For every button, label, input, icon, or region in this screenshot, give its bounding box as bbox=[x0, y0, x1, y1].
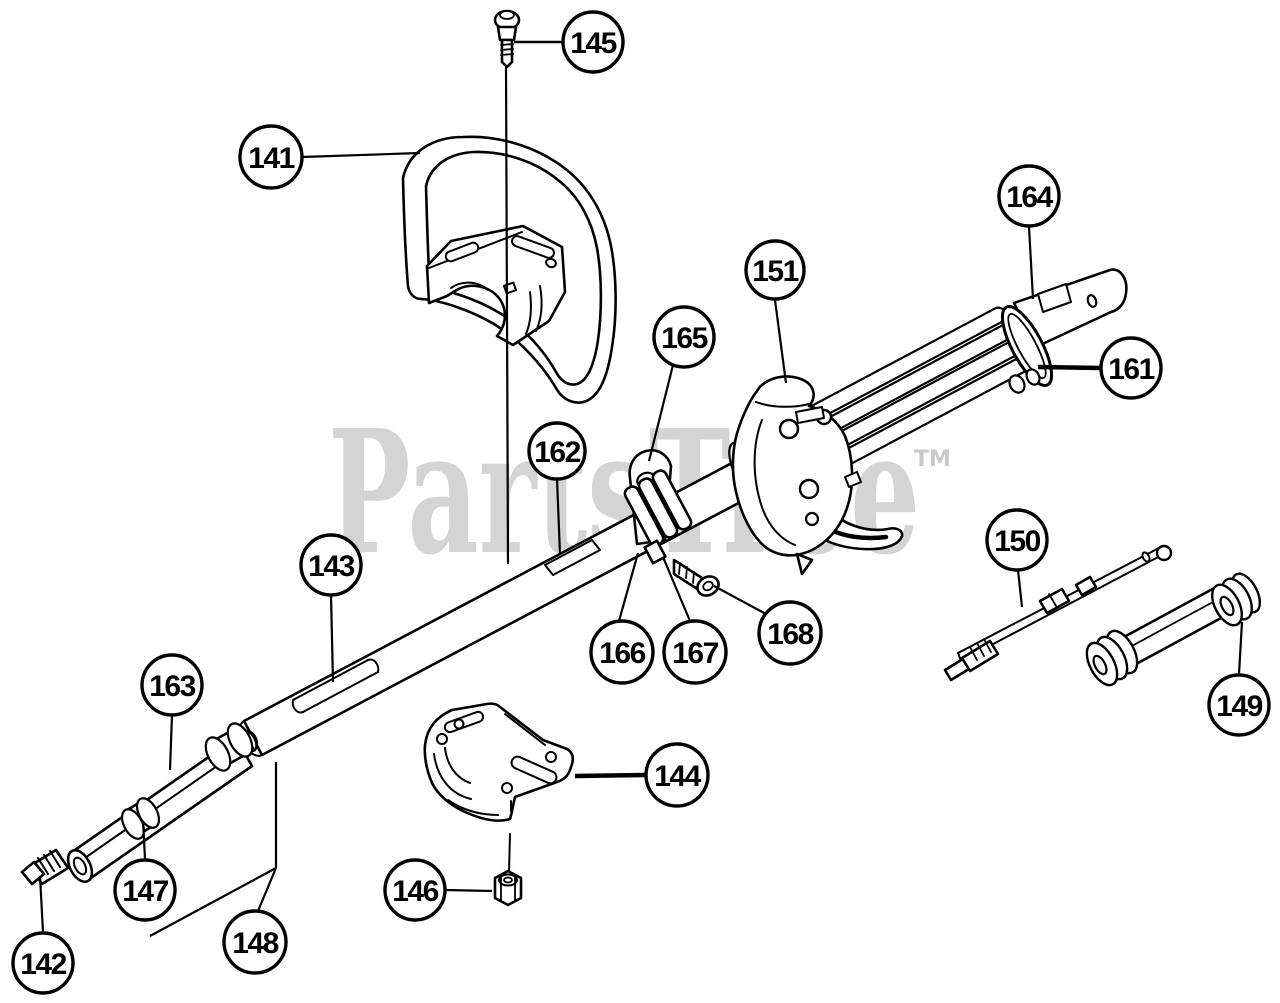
callout-number-166: 166 bbox=[599, 637, 645, 670]
callout-circle-168[interactable] bbox=[757, 600, 823, 666]
callout-162[interactable]: 162 bbox=[527, 421, 587, 481]
callout-circle-145[interactable] bbox=[561, 10, 625, 74]
callout-leader-165 bbox=[647, 364, 675, 462]
callout-number-162: 162 bbox=[534, 436, 580, 469]
callout-leader-167 bbox=[661, 556, 692, 622]
callout-168[interactable]: 168 bbox=[757, 600, 823, 666]
callout-number-149: 149 bbox=[1216, 690, 1262, 723]
callout-leader-144 bbox=[574, 772, 647, 779]
callout-number-147: 147 bbox=[122, 875, 168, 908]
callout-circle-162[interactable] bbox=[527, 421, 587, 481]
callout-number-163: 163 bbox=[149, 670, 195, 703]
lower-shaft-tube-drawing bbox=[66, 722, 256, 884]
callout-145[interactable]: 145 bbox=[561, 10, 625, 74]
clamp-bands-drawing bbox=[623, 469, 693, 547]
callout-circle-147[interactable] bbox=[113, 858, 177, 922]
callout-leader-146 bbox=[445, 888, 493, 893]
callout-circle-143[interactable] bbox=[299, 533, 363, 597]
callout-circle-141[interactable] bbox=[238, 124, 304, 190]
splined-shaft-tip-drawing bbox=[20, 848, 70, 886]
callout-circle-144[interactable] bbox=[644, 742, 710, 808]
callout-circle-149[interactable] bbox=[1207, 673, 1271, 737]
callout-163[interactable]: 163 bbox=[140, 653, 204, 717]
clamp-hex-nut-drawing bbox=[493, 800, 523, 907]
watermark-tm: TM bbox=[914, 447, 951, 472]
callout-leader-149 bbox=[1237, 621, 1244, 675]
callout-circle-163[interactable] bbox=[140, 653, 204, 717]
callout-leader-164 bbox=[1027, 226, 1035, 300]
callout-number-142: 142 bbox=[20, 948, 66, 981]
callout-number-168: 168 bbox=[767, 618, 813, 651]
callout-number-161: 161 bbox=[1108, 353, 1154, 386]
callout-leader-142 bbox=[38, 875, 45, 933]
callout-leader-148 bbox=[256, 867, 278, 912]
throttle-cable-drawing bbox=[943, 544, 1173, 682]
callout-circle-164[interactable] bbox=[997, 164, 1061, 228]
callout-circle-165[interactable] bbox=[652, 305, 716, 369]
loop-handle-drawing bbox=[401, 135, 617, 404]
callout-leader-163 bbox=[168, 714, 174, 771]
handle-bolt-drawing bbox=[493, 9, 521, 565]
callout-number-165: 165 bbox=[661, 322, 707, 355]
cable-adjuster-drawing bbox=[1085, 572, 1262, 687]
callout-circle-150[interactable] bbox=[985, 508, 1049, 572]
callouts-layer: 145 141 164 151 165 161 162 150 143 166 167 168 149 1… bbox=[11, 10, 1271, 995]
callout-161[interactable]: 161 bbox=[1099, 336, 1163, 400]
callout-leader-150 bbox=[1016, 569, 1024, 608]
callout-number-146: 146 bbox=[392, 875, 438, 908]
callout-leader-141 bbox=[301, 151, 421, 159]
callout-165[interactable]: 165 bbox=[652, 305, 716, 369]
callout-circle-148[interactable] bbox=[222, 909, 288, 975]
lower-clamp-drawing bbox=[423, 702, 575, 822]
callout-leader-151 bbox=[773, 299, 788, 384]
callout-number-151: 151 bbox=[752, 255, 798, 288]
callout-143[interactable]: 143 bbox=[299, 533, 363, 597]
artwork-layer bbox=[20, 9, 1262, 907]
callout-150[interactable]: 150 bbox=[985, 508, 1049, 572]
callout-151[interactable]: 151 bbox=[744, 239, 806, 301]
callout-149[interactable]: 149 bbox=[1207, 673, 1271, 737]
callout-circle-151[interactable] bbox=[744, 239, 806, 301]
clamp-screw-drawing bbox=[672, 558, 720, 597]
callout-number-167: 167 bbox=[672, 637, 718, 670]
callout-leader-166 bbox=[617, 552, 640, 622]
callout-circle-166[interactable] bbox=[589, 619, 655, 685]
throttle-housing-drawing bbox=[728, 375, 862, 576]
callout-circle-167[interactable] bbox=[662, 619, 728, 685]
callout-number-141: 141 bbox=[248, 142, 294, 175]
callout-number-145: 145 bbox=[570, 27, 616, 60]
spacer-ring-drawing bbox=[120, 797, 161, 840]
callout-circle-146[interactable] bbox=[383, 858, 447, 922]
callout-number-164: 164 bbox=[1006, 181, 1053, 214]
callout-166[interactable]: 166 bbox=[589, 619, 655, 685]
callout-leader-161 bbox=[1037, 364, 1102, 371]
callout-number-148: 148 bbox=[232, 927, 278, 960]
callout-148[interactable]: 148 bbox=[222, 909, 288, 975]
callout-142[interactable]: 142 bbox=[11, 931, 75, 995]
callout-leader-162 bbox=[555, 478, 562, 555]
callout-circle-161[interactable] bbox=[1099, 336, 1163, 400]
callout-147[interactable]: 147 bbox=[113, 858, 177, 922]
callout-167[interactable]: 167 bbox=[662, 619, 728, 685]
callout-146[interactable]: 146 bbox=[383, 858, 447, 922]
callout-leader-147 bbox=[141, 820, 147, 860]
callout-164[interactable]: 164 bbox=[997, 164, 1061, 228]
callout-leader-168 bbox=[713, 585, 767, 615]
callout-circle-142[interactable] bbox=[11, 931, 75, 995]
callout-leader-143 bbox=[329, 594, 335, 683]
clamp-nut-drawing bbox=[643, 539, 667, 565]
shaft-end-tube-drawing bbox=[1012, 268, 1128, 349]
callout-leader-148 bbox=[149, 867, 277, 937]
callout-number-143: 143 bbox=[308, 550, 354, 583]
callout-number-144: 144 bbox=[654, 760, 701, 793]
callout-144[interactable]: 144 bbox=[644, 742, 710, 808]
callout-number-150: 150 bbox=[994, 525, 1040, 558]
callout-141[interactable]: 141 bbox=[238, 124, 304, 190]
